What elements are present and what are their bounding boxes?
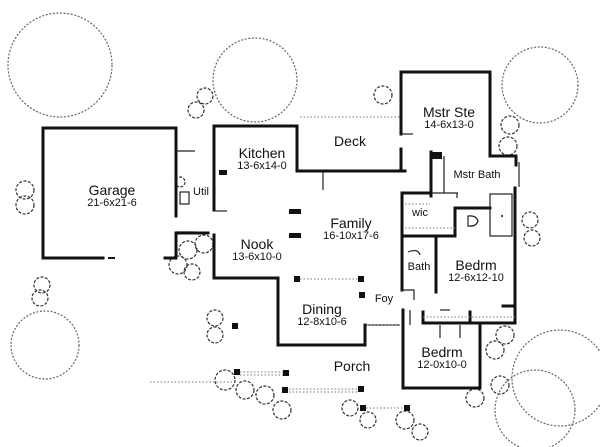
room-label-bath: Bath [408, 262, 431, 273]
room-name: Bath [407, 261, 431, 273]
master-suite-walls [399, 70, 520, 325]
tree [7, 12, 113, 118]
room-label-porch: Porch [334, 359, 371, 373]
room-label-mstr-ste: Mstr Ste 14-6x13-0 [423, 105, 475, 131]
room-label-foy: Foy [375, 294, 393, 305]
tree [501, 46, 579, 124]
porch-posts [150, 323, 410, 411]
room-label-mstr-bath: Mstr Bath [453, 170, 500, 181]
tree [494, 369, 576, 447]
tree [10, 310, 80, 380]
room-name: Foy [374, 293, 394, 305]
room-dimensions: 14-6x13-0 [424, 119, 474, 131]
landscaping-shrubs [15, 85, 541, 441]
room-dimensions: 12-6x12-10 [448, 272, 504, 284]
room-dimensions: 16-10x17-6 [323, 230, 379, 242]
room-label-util: Util [193, 187, 209, 198]
room-dimensions: 12-0x10-0 [417, 359, 467, 371]
room-name: Family [330, 215, 372, 231]
main-house-walls [212, 116, 407, 347]
room-name: Bedrm [421, 344, 463, 360]
landscaping-trees [7, 12, 600, 447]
room-label-bedrm-2: Bedrm 12-0x10-0 [417, 345, 467, 371]
bedroom-walls [365, 304, 517, 390]
room-name: Mstr Ste [422, 104, 476, 120]
room-label-garage: Garage 21-6x21-6 [87, 183, 137, 209]
tree [511, 329, 600, 427]
room-label-kitchen: Kitchen 13-6x14-0 [237, 146, 287, 172]
room-name: Dining [302, 301, 342, 317]
room-name: Nook [240, 236, 274, 252]
room-label-nook: Nook 13-6x10-0 [232, 237, 282, 263]
room-dimensions: 13-6x10-0 [232, 251, 282, 263]
room-label-deck: Deck [334, 134, 366, 148]
room-name: Kitchen [238, 145, 286, 161]
room-name: Mstr Bath [453, 169, 501, 181]
room-name: Garage [88, 182, 136, 198]
room-name: wic [412, 207, 428, 219]
room-label-dining: Dining 12-8x10-6 [297, 302, 347, 328]
room-dimensions: 13-6x14-0 [237, 160, 287, 172]
garage-walls [41, 126, 210, 260]
room-dimensions: 12-8x10-6 [297, 316, 347, 328]
room-name: Porch [333, 358, 371, 374]
tree [212, 37, 298, 123]
room-name: Deck [334, 133, 366, 149]
room-label-family: Family 16-10x17-6 [323, 216, 379, 242]
room-name: Bedrm [455, 257, 497, 273]
room-name: Util [193, 186, 209, 198]
room-label-bedrm-1: Bedrm 12-6x12-10 [448, 258, 504, 284]
room-label-wic: wic [412, 208, 428, 219]
room-dimensions: 21-6x21-6 [87, 197, 137, 209]
